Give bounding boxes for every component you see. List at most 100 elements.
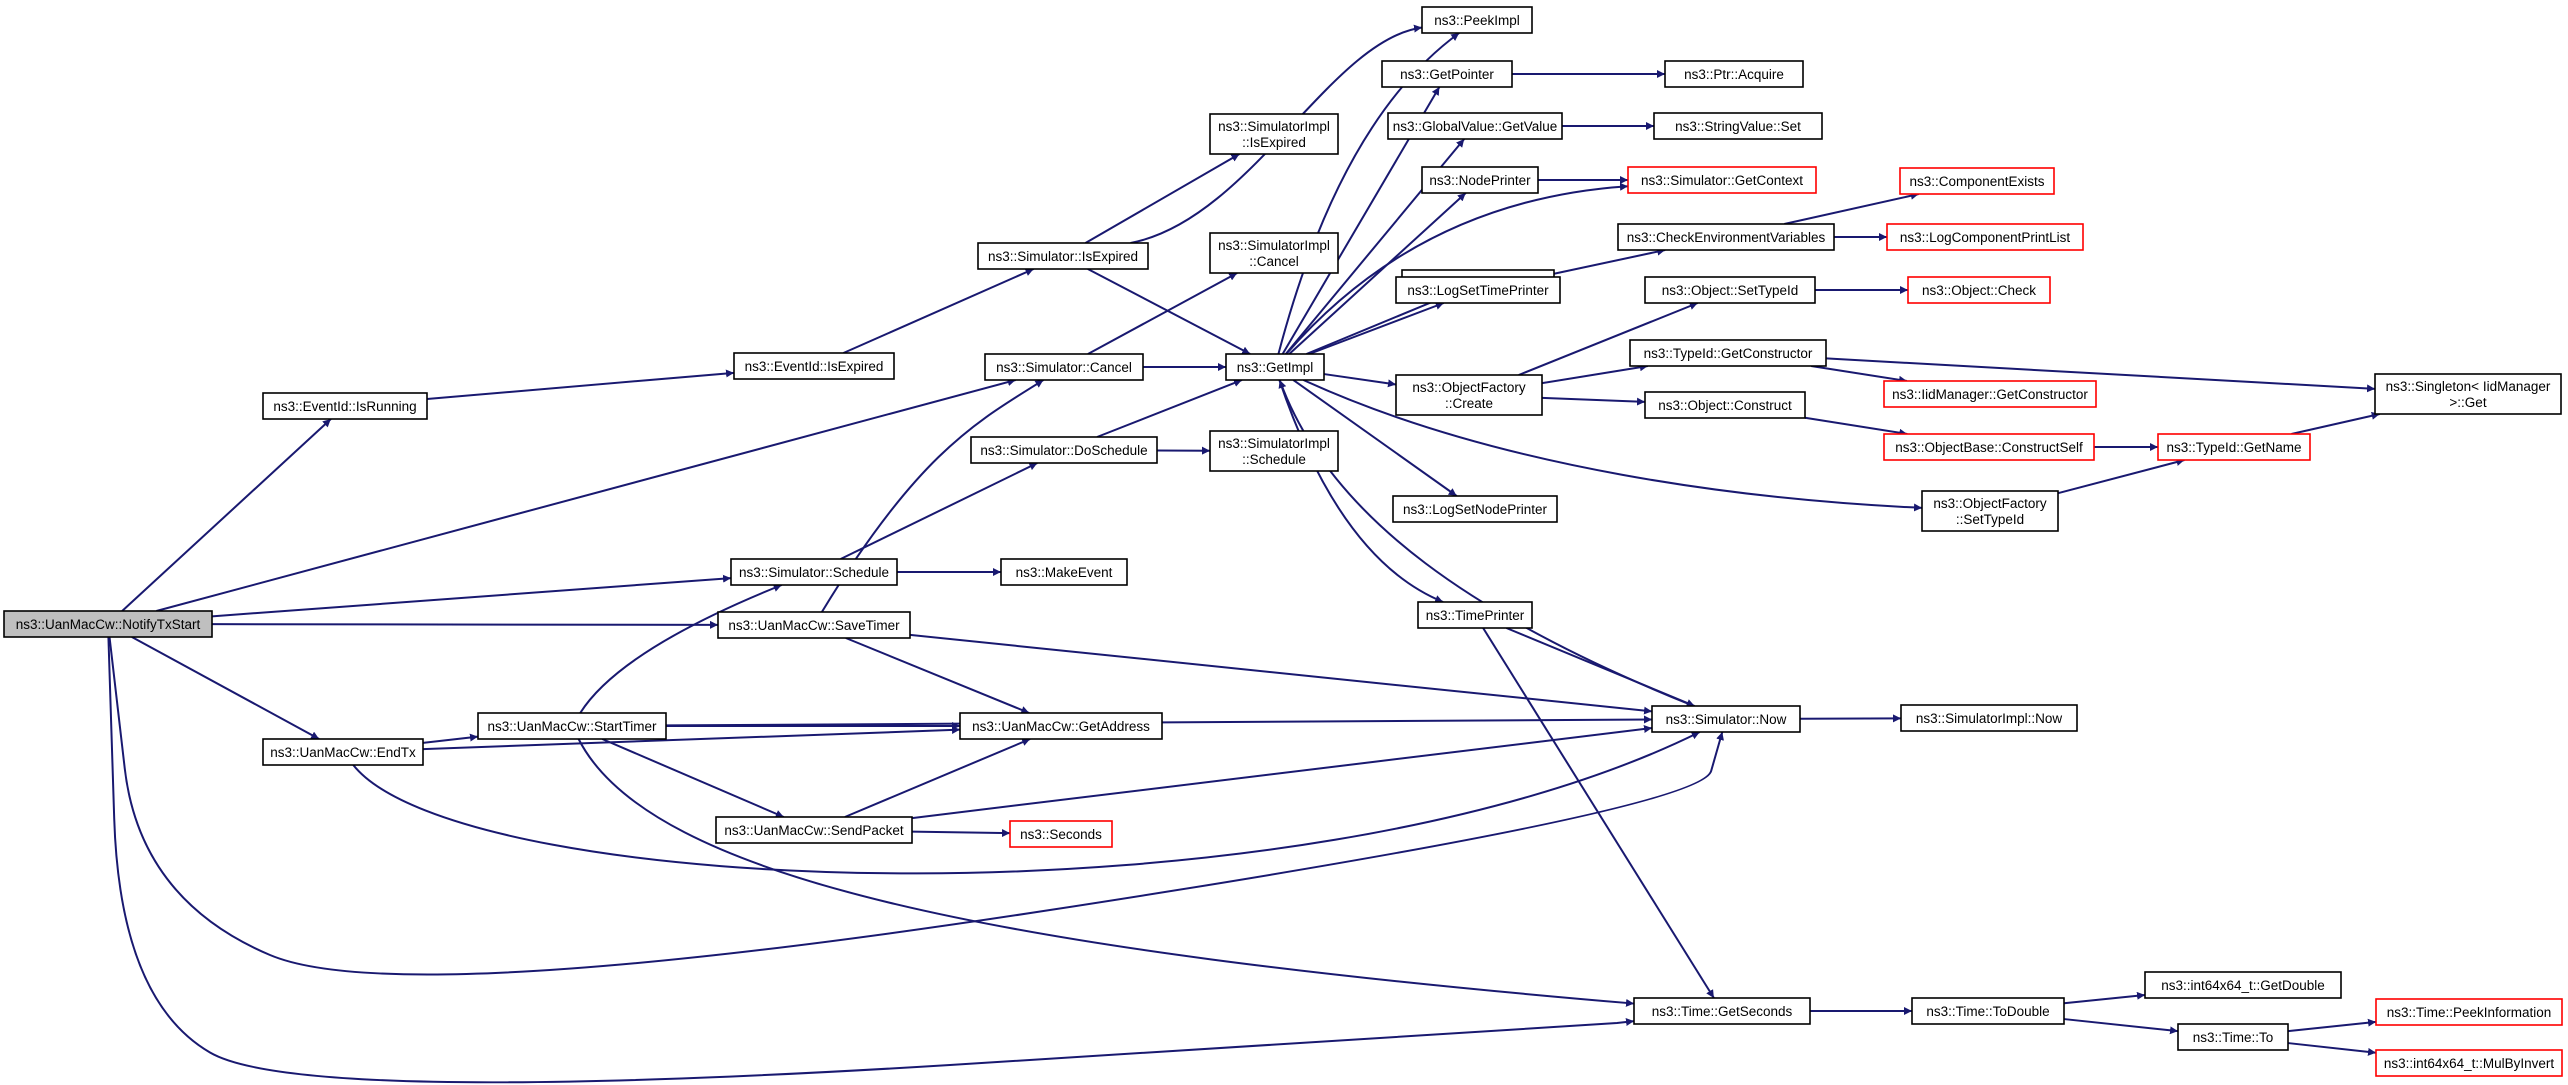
- node-time-todouble[interactable]: ns3::Time::ToDouble: [1911, 997, 2065, 1025]
- node-label: ns3::NodePrinter: [1429, 173, 1531, 188]
- node-box: [977, 242, 1149, 270]
- node-logcomponentprintlist[interactable]: ns3::LogComponentPrintList: [1886, 223, 2084, 251]
- node-nodeprinter[interactable]: ns3::NodePrinter: [1421, 166, 1539, 194]
- node-logsettimeprinter[interactable]: ns3::LogSetTimePrinter: [1395, 276, 1561, 304]
- node-objectbase-constructself[interactable]: ns3::ObjectBase::ConstructSelf: [1883, 433, 2095, 461]
- node-label: ns3::PeekImpl: [1434, 13, 1520, 28]
- node-stringvalue-set[interactable]: ns3::StringValue::Set: [1653, 112, 1823, 140]
- node-label: ns3::Object::Check: [1922, 283, 2036, 298]
- node-label: ns3::MakeEvent: [1016, 565, 1113, 580]
- node-peekimpl[interactable]: ns3::PeekImpl: [1421, 6, 1533, 34]
- call-edge-time_todouble-to-int64x64_getdouble: [2063, 991, 2146, 1005]
- node-label: ns3::IidManager::GetConstructor: [1892, 387, 2088, 402]
- node-box: [1000, 558, 1128, 586]
- call-edge-simulator_schedule-to-simulator_doschedule: [840, 462, 1038, 560]
- node-time-getseconds[interactable]: ns3::Time::GetSeconds: [1633, 997, 1811, 1025]
- call-edge-simulator_isexpired-to-simimpl_isexpired: [1084, 153, 1240, 244]
- node-label: ns3::ObjectFactory: [1933, 496, 2047, 511]
- node-simimpl-schedule[interactable]: ns3::SimulatorImpl::Schedule: [1209, 430, 1339, 472]
- call-edge-getimpl-to-simulator_getcontext: [1285, 182, 1629, 355]
- node-simimpl-isexpired[interactable]: ns3::SimulatorImpl::IsExpired: [1209, 113, 1339, 155]
- call-edge-timeprinter-to-time_getseconds: [1482, 627, 1715, 999]
- node-seconds[interactable]: ns3::Seconds: [1009, 820, 1113, 848]
- node-objectfactory-create[interactable]: ns3::ObjectFactory::Create: [1395, 374, 1543, 416]
- call-edge-getimpl-to-objectfactory_settypeid: [1302, 379, 1923, 512]
- node-label: ns3::Seconds: [1020, 827, 1102, 842]
- node-label: ns3::Time::To: [2193, 1030, 2274, 1045]
- node-label: ns3::EventId::IsExpired: [745, 359, 884, 374]
- node-checkenvvars[interactable]: ns3::CheckEnvironmentVariables: [1617, 223, 1835, 251]
- node-simulator-doschedule[interactable]: ns3::Simulator::DoSchedule: [970, 436, 1158, 464]
- node-uanmaccw-savetimer[interactable]: ns3::UanMacCw::SaveTimer: [717, 611, 911, 639]
- call-edge-time_to-to-time_peekinformation: [2287, 1018, 2377, 1033]
- node-box: [1421, 6, 1533, 34]
- call-edge-typeid_getconstructor-to-singleton_iidmanager_get: [1825, 357, 2376, 393]
- node-simulator-now[interactable]: ns3::Simulator::Now: [1651, 705, 1801, 733]
- node-simulator-getcontext[interactable]: ns3::Simulator::GetContext: [1627, 166, 1817, 194]
- node-iidmanager-getconstructor[interactable]: ns3::IidManager::GetConstructor: [1883, 380, 2097, 408]
- node-box: [1644, 276, 1816, 304]
- node-object-settypeid[interactable]: ns3::Object::SetTypeId: [1644, 276, 1816, 304]
- node-uanmaccw-starttimer[interactable]: ns3::UanMacCw::StartTimer: [477, 712, 667, 740]
- node-uanmaccw-sendpacket[interactable]: ns3::UanMacCw::SendPacket: [715, 816, 913, 844]
- call-edge-eventid_isrunning-to-eventid_isexpired: [426, 369, 735, 401]
- call-edge-objectfactory_create-to-object_construct: [1541, 396, 1646, 406]
- node-label: ns3::EventId::IsRunning: [273, 399, 416, 414]
- node-eventid-isrunning[interactable]: ns3::EventId::IsRunning: [262, 392, 428, 420]
- call-edge-uanmaccw_endtx-to-uanmaccw_getaddress: [422, 725, 961, 751]
- node-label: ::SetTypeId: [1956, 512, 2024, 527]
- call-edge-uanmaccw_sendpacket-to-simulator_now: [911, 725, 1653, 820]
- node-time-to[interactable]: ns3::Time::To: [2177, 1023, 2289, 1051]
- node-label: ns3::UanMacCw::SaveTimer: [728, 618, 900, 633]
- node-getimpl[interactable]: ns3::GetImpl: [1225, 353, 1325, 381]
- node-logsetnodeprinter[interactable]: ns3::LogSetNodePrinter: [1392, 495, 1558, 523]
- node-componentexists[interactable]: ns3::ComponentExists: [1899, 167, 2055, 195]
- node-typeid-getname[interactable]: ns3::TypeId::GetName: [2157, 433, 2311, 461]
- call-edge-getimpl-to-objectfactory_create: [1323, 373, 1397, 388]
- node-eventid-isexpired[interactable]: ns3::EventId::IsExpired: [733, 352, 895, 380]
- call-edge-uanmaccw_savetimer-to-simulator_cancel: [821, 379, 1044, 613]
- node-int64x64-getdouble[interactable]: ns3::int64x64_t::GetDouble: [2144, 971, 2342, 999]
- node-simimpl-cancel[interactable]: ns3::SimulatorImpl::Cancel: [1209, 232, 1339, 274]
- node-box: [1633, 997, 1811, 1025]
- node-notify-tx-start[interactable]: ns3::UanMacCw::NotifyTxStart: [3, 610, 213, 638]
- node-box: [1886, 223, 2084, 251]
- node-box: [730, 558, 898, 586]
- node-label: ns3::SimulatorImpl: [1218, 119, 1330, 134]
- call-edge-uanmaccw_sendpacket-to-uanmaccw_getaddress: [844, 738, 1031, 818]
- node-uanmaccw-endtx[interactable]: ns3::UanMacCw::EndTx: [262, 738, 424, 766]
- node-object-check[interactable]: ns3::Object::Check: [1907, 276, 2051, 304]
- node-simulator-cancel[interactable]: ns3::Simulator::Cancel: [984, 353, 1144, 381]
- call-edge-time_to-to-int64x64_mulbyinvert: [2287, 1042, 2377, 1056]
- node-ptr-acquire[interactable]: ns3::Ptr::Acquire: [1664, 60, 1804, 88]
- node-globalvalue-getvalue[interactable]: ns3::GlobalValue::GetValue: [1387, 112, 1563, 140]
- node-box: [1651, 705, 1801, 733]
- call-edge-objectfactory_create-to-typeid_getconstructor: [1541, 363, 1648, 385]
- call-edge-notify_tx_start-to-simulator_now: [108, 636, 1724, 976]
- node-label: ns3::UanMacCw::NotifyTxStart: [16, 617, 201, 632]
- node-simimpl-now[interactable]: ns3::SimulatorImpl::Now: [1900, 704, 2078, 732]
- node-singleton-iidmanager-get[interactable]: ns3::Singleton< IidManager >::Get: [2374, 373, 2562, 415]
- node-uanmaccw-getaddress[interactable]: ns3::UanMacCw::GetAddress: [959, 712, 1163, 740]
- node-objectfactory-settypeid[interactable]: ns3::ObjectFactory::SetTypeId: [1921, 490, 2059, 532]
- node-typeid-getconstructor[interactable]: ns3::TypeId::GetConstructor: [1629, 339, 1827, 367]
- node-simulator-isexpired[interactable]: ns3::Simulator::IsExpired: [977, 242, 1149, 270]
- node-timeprinter[interactable]: ns3::TimePrinter: [1417, 601, 1533, 629]
- node-box: [3, 610, 213, 638]
- node-label: ns3::GlobalValue::GetValue: [1393, 119, 1558, 134]
- call-edge-notify_tx_start-to-uanmaccw_savetimer: [211, 620, 719, 629]
- call-edge-notify_tx_start-to-uanmaccw_endtx: [131, 636, 320, 740]
- node-getpointer[interactable]: ns3::GetPointer: [1381, 60, 1513, 88]
- node-label: ns3::Ptr::Acquire: [1684, 67, 1784, 82]
- node-box: [1911, 997, 2065, 1025]
- node-label: ns3::Simulator::DoSchedule: [980, 443, 1147, 458]
- node-object-construct[interactable]: ns3::Object::Construct: [1644, 391, 1806, 419]
- node-box: [1387, 112, 1563, 140]
- node-makeevent[interactable]: ns3::MakeEvent: [1000, 558, 1128, 586]
- node-box: [2144, 971, 2342, 999]
- node-simulator-schedule[interactable]: ns3::Simulator::Schedule: [730, 558, 898, 586]
- call-edge-uanmaccw_savetimer-to-uanmaccw_getaddress: [845, 637, 1030, 714]
- node-int64x64-mulbyinvert[interactable]: ns3::int64x64_t::MulByInvert: [2375, 1049, 2563, 1077]
- node-time-peekinformation[interactable]: ns3::Time::PeekInformation: [2375, 998, 2563, 1026]
